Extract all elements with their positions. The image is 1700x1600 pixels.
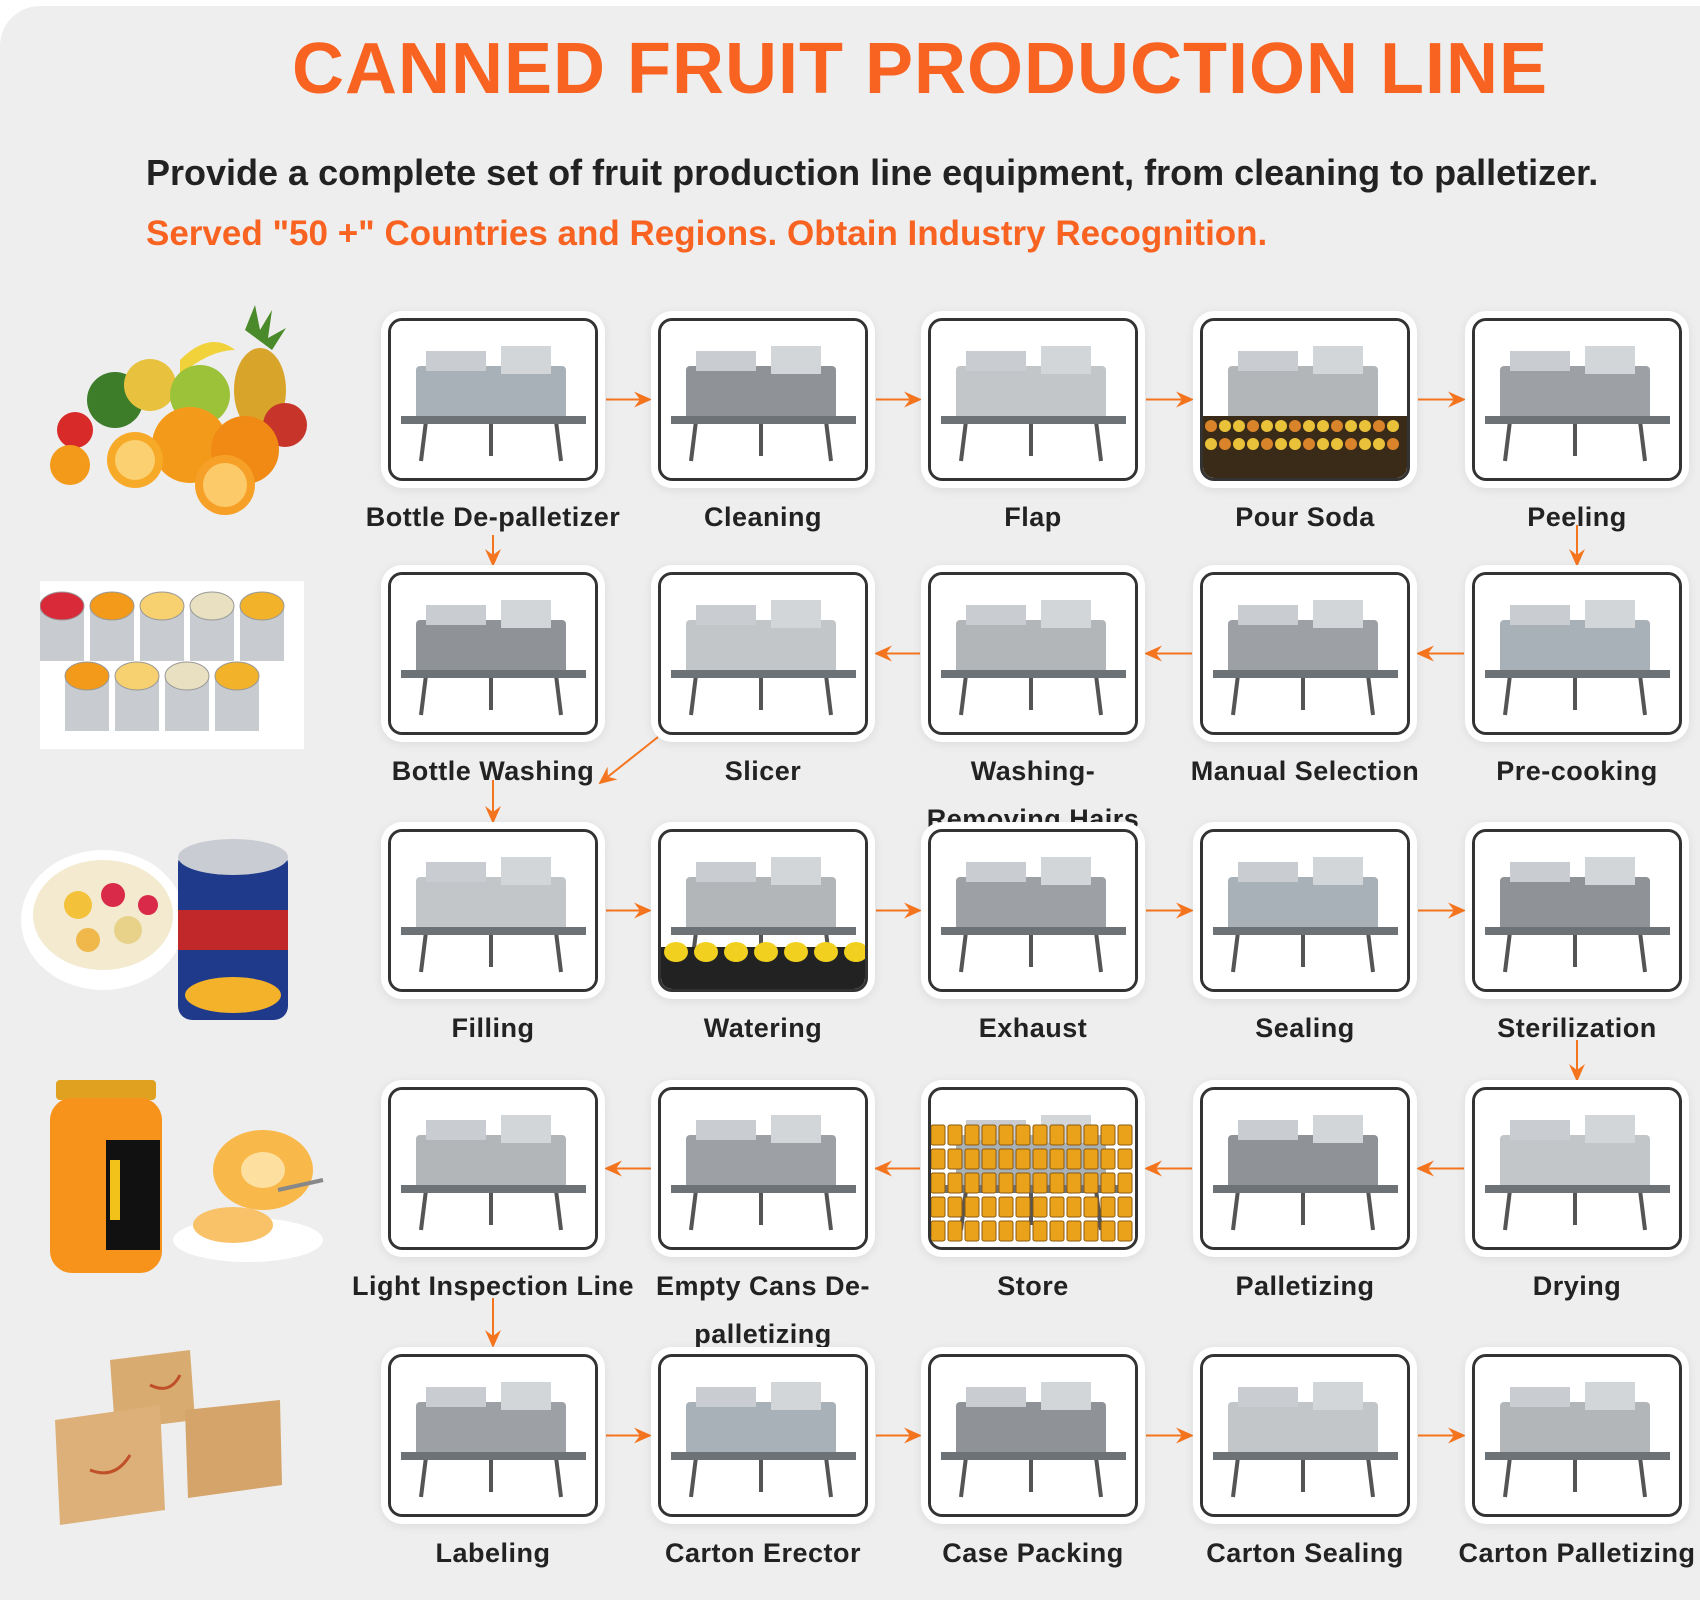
- flap-conveyor-icon: [931, 321, 1135, 478]
- case-packer-icon: [931, 1357, 1135, 1514]
- step-label: Pour Soda: [1235, 502, 1375, 532]
- step-label: Bottle Washing: [391, 756, 595, 786]
- step-label: Carton Sealing: [1206, 1538, 1404, 1568]
- step-image-filling-machine: [388, 829, 598, 992]
- step-image-bottle-washer: [388, 572, 598, 735]
- page-title: CANNED FRUIT PRODUCTION LINE: [292, 29, 1548, 109]
- step-label: Store: [997, 1271, 1069, 1301]
- step-image-soda-tank: [1200, 318, 1410, 481]
- depalletizer-machine-icon: [391, 321, 595, 478]
- step-image-selection-conveyor: [1200, 572, 1410, 735]
- sterilizer-icon: [1475, 832, 1679, 989]
- step-label: Palletizing: [1235, 1271, 1375, 1301]
- soda-tank-icon: [1203, 321, 1407, 478]
- step-label: Filling: [451, 1013, 535, 1043]
- step-image-precooker: [1472, 572, 1682, 735]
- step-label: Case Packing: [942, 1538, 1124, 1568]
- step-label: Sterilization: [1497, 1013, 1657, 1043]
- canned-fruit-assortment-image: [39, 581, 304, 749]
- liquid-filler-icon: [661, 832, 865, 989]
- step-image-can-depalletizer: [658, 1087, 868, 1250]
- step-label: Light Inspection Line: [352, 1271, 634, 1301]
- fruit-cocktail-bowl-and-can-image: [18, 835, 298, 1030]
- palletizer-icon: [1203, 1090, 1407, 1247]
- can-depalletizer-icon: [661, 1090, 865, 1247]
- step-label: Labeling: [435, 1538, 551, 1568]
- step-image-inspection-conveyor: [388, 1087, 598, 1250]
- slicer-machine-icon: [661, 575, 865, 732]
- selection-conveyor-icon: [1203, 575, 1407, 732]
- step-label: Empty Cans De-palletizing: [655, 1271, 871, 1349]
- peach-jar-image: [48, 1080, 328, 1275]
- subtitle: Provide a complete set of fruit producti…: [146, 152, 1599, 193]
- step-label: Carton Palletizing: [1458, 1538, 1696, 1568]
- step-image-dryer: [1472, 1087, 1682, 1250]
- cardboard-boxes-image: [50, 1350, 290, 1530]
- fresh-fruits-image: [40, 300, 320, 515]
- step-label: Flap: [1004, 502, 1062, 532]
- step-image-peeling-machine: [1472, 318, 1682, 481]
- step-label: Drying: [1532, 1271, 1622, 1301]
- step-image-depalletizer-machine: [388, 318, 598, 481]
- precooker-icon: [1475, 575, 1679, 732]
- step-label: Exhaust: [978, 1013, 1088, 1043]
- step-image-case-packer: [928, 1354, 1138, 1517]
- tagline: Served "50 +" Countries and Regions. Obt…: [146, 214, 1268, 253]
- step-image-liquid-filler: [658, 829, 868, 992]
- step-label: Sealing: [1255, 1013, 1355, 1043]
- step-label: Carton Erector: [664, 1538, 862, 1568]
- step-label: Watering: [703, 1013, 823, 1043]
- step-label: Cleaning: [703, 502, 822, 532]
- can-sealer-icon: [1203, 832, 1407, 989]
- inspection-conveyor-icon: [391, 1090, 595, 1247]
- carton-palletizer-icon: [1475, 1357, 1679, 1514]
- carton-erector-icon: [661, 1357, 865, 1514]
- infographic-panel: [0, 6, 1700, 1600]
- dryer-icon: [1475, 1090, 1679, 1247]
- exhaust-box-icon: [931, 832, 1135, 989]
- step-image-labeling-machine: [388, 1354, 598, 1517]
- step-image-sterilizer: [1472, 829, 1682, 992]
- step-label: Manual Selection: [1190, 756, 1420, 786]
- peeling-machine-icon: [1475, 321, 1679, 478]
- step-image-can-storage: [928, 1087, 1138, 1250]
- step-image-exhaust-box: [928, 829, 1138, 992]
- step-image-hair-removal-washer: [928, 572, 1138, 735]
- step-label: Bottle De-palletizer: [365, 502, 621, 532]
- carton-sealer-icon: [1203, 1357, 1407, 1514]
- bottle-washer-icon: [391, 575, 595, 732]
- step-image-flap-conveyor: [928, 318, 1138, 481]
- step-image-carton-palletizer: [1472, 1354, 1682, 1517]
- labeling-machine-icon: [391, 1357, 595, 1514]
- step-label: Peeling: [1527, 502, 1627, 532]
- hair-removal-washer-icon: [931, 575, 1135, 732]
- step-image-can-sealer: [1200, 829, 1410, 992]
- step-image-carton-erector: [658, 1354, 868, 1517]
- step-image-palletizer: [1200, 1087, 1410, 1250]
- step-image-slicer-machine: [658, 572, 868, 735]
- step-image-washing-machine: [658, 318, 868, 481]
- step-label: Pre-cooking: [1496, 756, 1658, 786]
- filling-machine-icon: [391, 832, 595, 989]
- step-label: Slicer: [724, 756, 802, 786]
- can-storage-icon: [931, 1090, 1135, 1247]
- step-image-carton-sealer: [1200, 1354, 1410, 1517]
- washing-machine-icon: [661, 321, 865, 478]
